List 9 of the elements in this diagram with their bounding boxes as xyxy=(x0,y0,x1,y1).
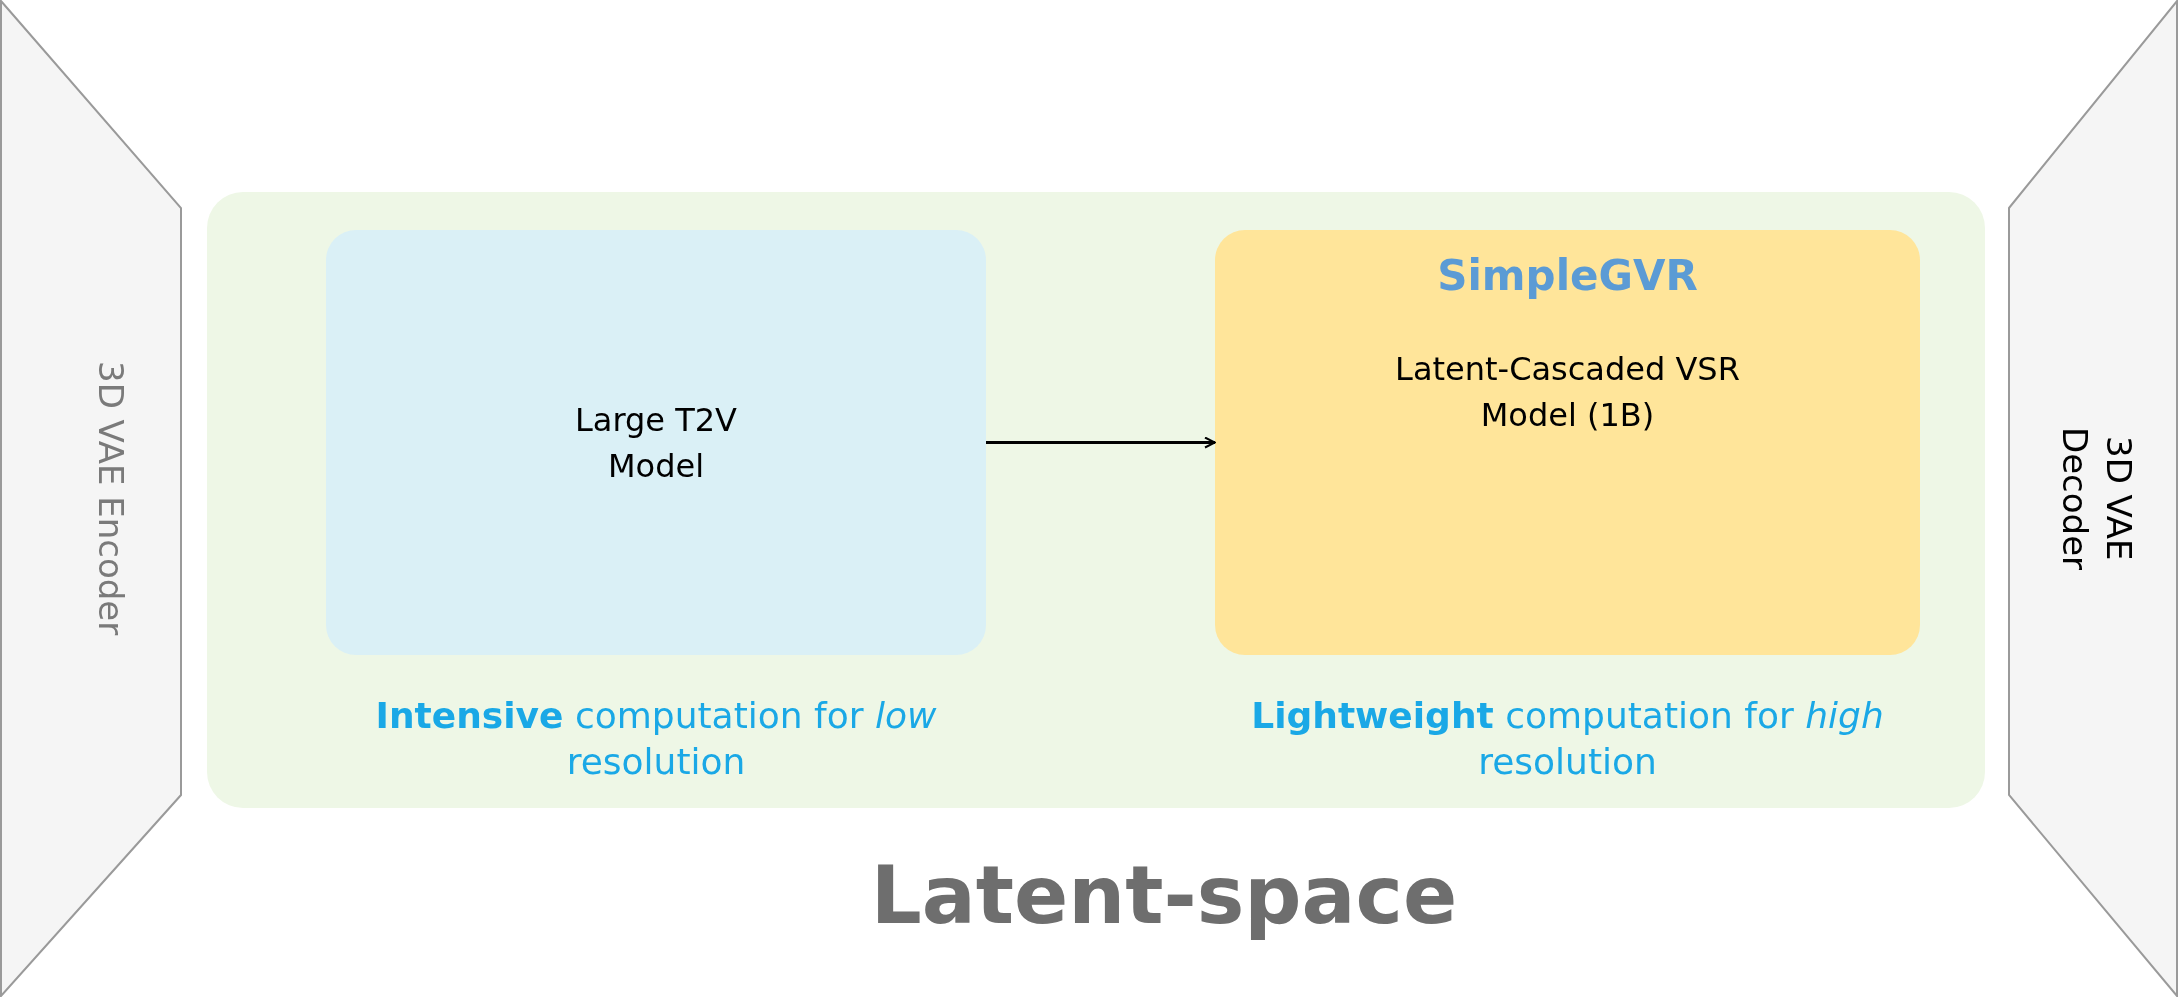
arrow xyxy=(986,436,1216,449)
model-title: SimpleGVR xyxy=(1437,250,1698,302)
caption-text: Intensive computation for low resolution xyxy=(374,694,938,784)
region-title: Latent-space xyxy=(870,848,1458,944)
block-label: 3D VAE Decoder xyxy=(2054,425,2140,573)
block-label: 3D VAE Encoder xyxy=(90,361,132,636)
model-label: Latent-Cascaded VSR Model (1B) xyxy=(1394,349,1741,436)
model-label: Large T2V Model xyxy=(574,399,738,487)
caption-text: Lightweight computation for high resolution xyxy=(1250,694,1885,784)
